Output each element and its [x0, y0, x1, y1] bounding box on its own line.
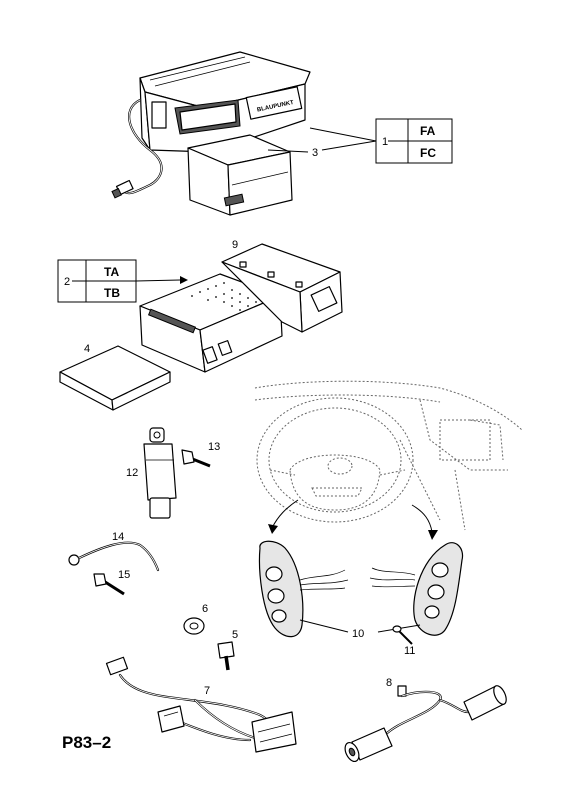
- callout-10: 10: [352, 628, 364, 640]
- callout-5: 5: [232, 629, 238, 641]
- callout-box-1: 1 FA FC: [309, 118, 453, 164]
- bolt-13: [181, 449, 211, 468]
- callout-11: 11: [404, 645, 415, 657]
- callout-13: 13: [208, 441, 220, 453]
- callout-8: 8: [386, 677, 392, 689]
- callout-14: 14: [112, 531, 124, 543]
- callout-3: 3: [312, 147, 318, 159]
- bolt-15: [93, 573, 125, 596]
- mounting-sleeve: [221, 243, 343, 333]
- module-12: [143, 427, 177, 519]
- leader-3: [267, 149, 309, 153]
- antenna-cable-8: [344, 685, 507, 763]
- code-fc: FC: [420, 146, 436, 160]
- washer-6: [183, 617, 205, 635]
- steering-wheel: [256, 397, 414, 523]
- code-tb: TB: [104, 286, 120, 300]
- cd-changer-unit: BLAUPUNKT: [111, 51, 311, 199]
- dashboard-outline: [254, 380, 523, 531]
- radio-panel: [59, 345, 171, 411]
- page-code: P83–2: [62, 733, 111, 752]
- ground-cable-14: [68, 541, 160, 572]
- callout-15: 15: [118, 569, 130, 581]
- callout-2: 2: [64, 276, 70, 288]
- callout-4: 4: [84, 343, 90, 355]
- bolt-5: [217, 641, 235, 671]
- wiring-harness-7: [105, 656, 297, 753]
- code-fa: FA: [420, 124, 436, 138]
- arrow-left: [271, 499, 299, 529]
- callout-9: 9: [232, 239, 238, 251]
- arrow-right: [411, 504, 433, 533]
- callout-6: 6: [202, 603, 208, 615]
- steering-switch-right: [369, 542, 464, 636]
- callout-1: 1: [382, 136, 388, 148]
- leader-10a: [299, 619, 349, 633]
- radio-unit: [139, 273, 283, 373]
- cd-magazine: [187, 134, 293, 216]
- steering-switch-left: [258, 540, 349, 638]
- screw-11: [392, 625, 413, 645]
- callout-box-2: 2 TA TB: [57, 259, 188, 303]
- code-ta: TA: [104, 265, 119, 279]
- callout-7: 7: [204, 685, 210, 697]
- callout-12: 12: [126, 467, 138, 479]
